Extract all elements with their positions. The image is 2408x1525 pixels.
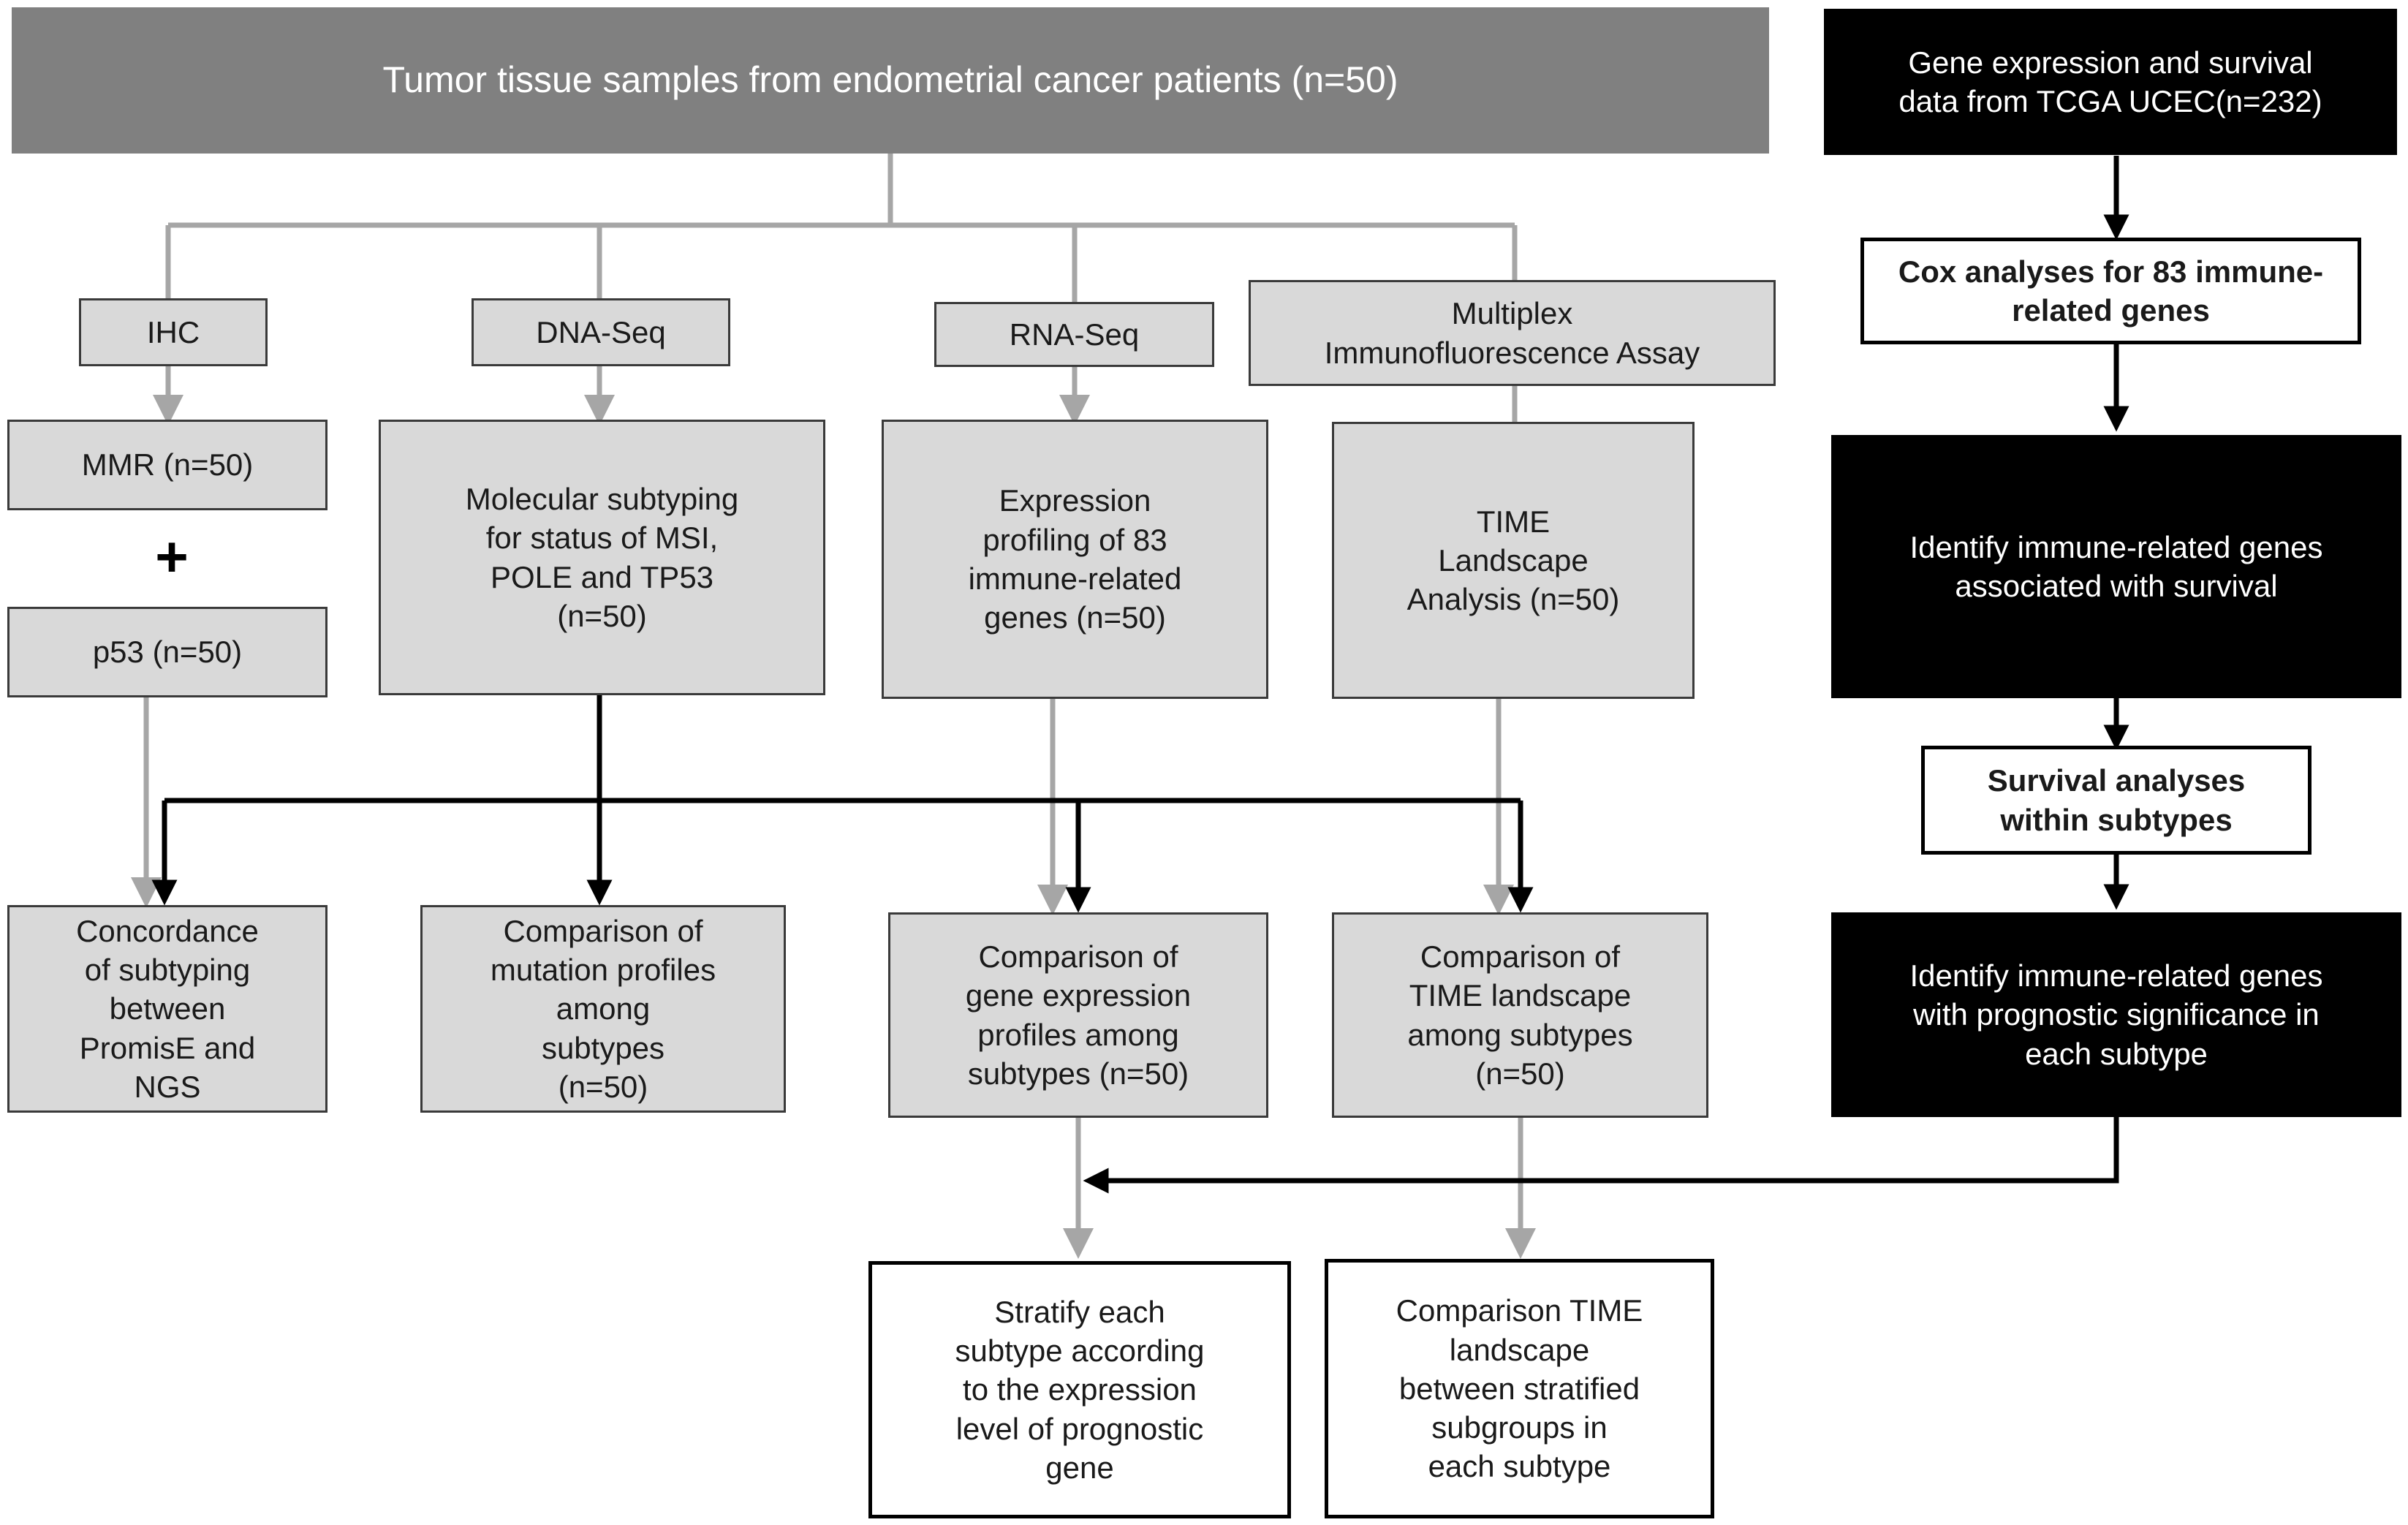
p53-box: p53 (n=50): [7, 607, 327, 697]
subtype-distribution-connectors: [164, 695, 1521, 803]
cox-analyses-box: Cox analyses for 83 immune- related gene…: [1860, 238, 2361, 344]
time-landscape-box: TIME Landscape Analysis (n=50): [1332, 422, 1695, 699]
prognostic-feedback-connector: [1083, 1117, 2119, 1194]
black-arrows: [151, 156, 2129, 913]
rnaseq-box: RNA-Seq: [934, 302, 1214, 367]
concordance-box: Concordance of subtyping between PromisE…: [7, 905, 327, 1113]
gray-arrows: [131, 366, 1536, 1259]
mutation-comparison-box: Comparison of mutation profiles among su…: [420, 905, 786, 1113]
dnaseq-box: DNA-Seq: [472, 298, 730, 366]
survival-within-subtypes-box: Survival analyses within subtypes: [1921, 746, 2312, 855]
expression-profiling-box: Expression profiling of 83 immune-relate…: [882, 420, 1268, 699]
mmr-box: MMR (n=50): [7, 420, 327, 510]
prognostic-genes-box: Identify immune-related genes with progn…: [1831, 912, 2401, 1117]
plus-sign: +: [155, 524, 189, 589]
tcga-data-box: Gene expression and survival data from T…: [1824, 9, 2397, 155]
gray-tree-connectors: [165, 154, 1518, 422]
mif-box: Multiplex Immunofluorescence Assay: [1249, 280, 1776, 386]
time-subgroups-comparison-box: Comparison TIME landscape between strati…: [1325, 1259, 1714, 1518]
molecular-subtyping-box: Molecular subtyping for status of MSI, P…: [379, 420, 825, 695]
ihc-box: IHC: [79, 298, 268, 366]
time-comparison-box: Comparison of TIME landscape among subty…: [1332, 912, 1708, 1118]
gene-expression-comparison-box: Comparison of gene expression profiles a…: [888, 912, 1268, 1118]
tumor-samples-box: Tumor tissue samples from endometrial ca…: [12, 7, 1769, 154]
survival-genes-box: Identify immune-related genes associated…: [1831, 435, 2401, 698]
stratify-box: Stratify each subtype according to the e…: [868, 1261, 1291, 1518]
